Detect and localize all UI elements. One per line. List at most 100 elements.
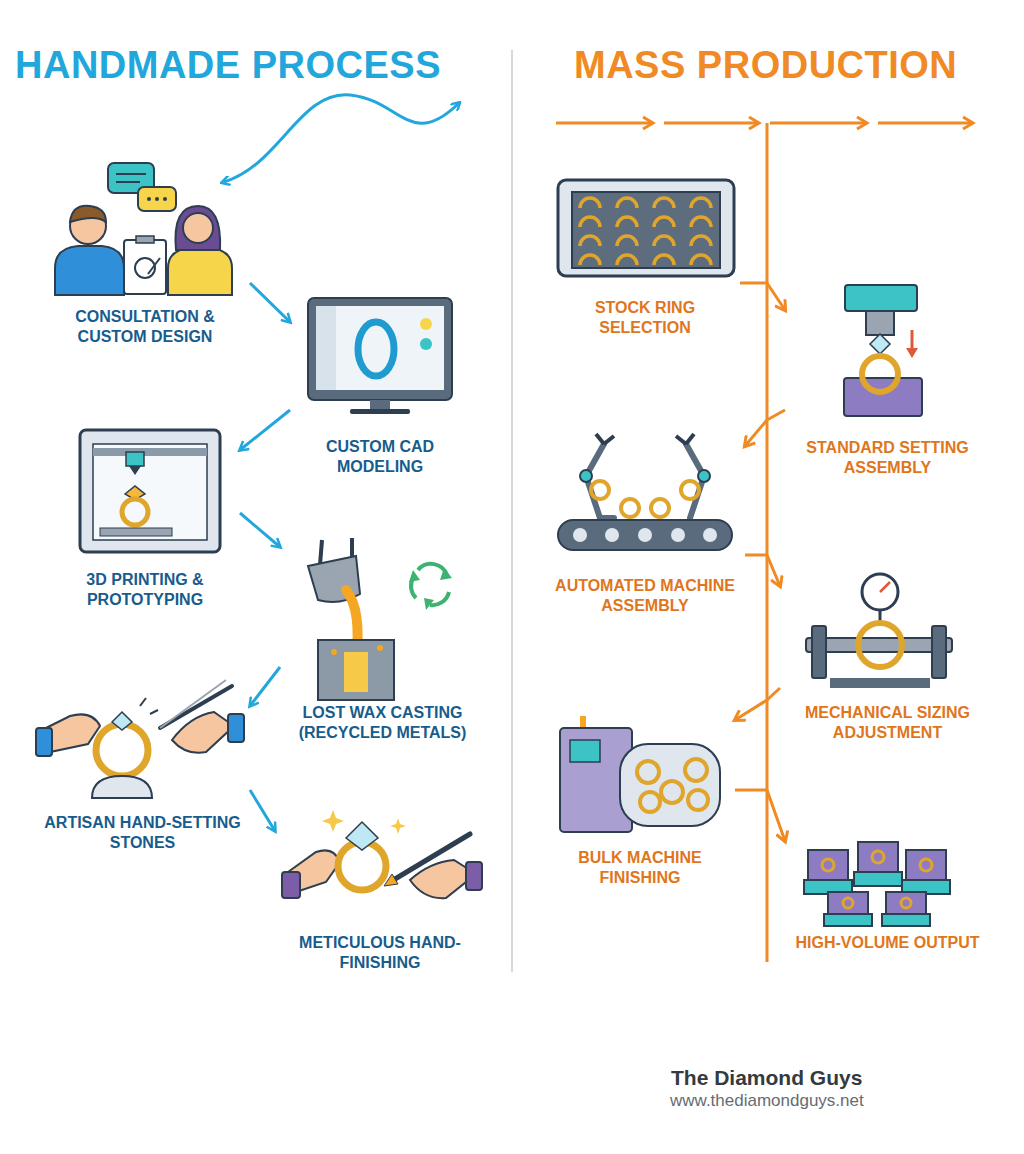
divider — [511, 50, 513, 972]
hand-finishing-icon — [466, 862, 482, 890]
watermark-url: www.thediamondguys.net — [670, 1091, 864, 1111]
hand-setting-icon — [140, 698, 146, 706]
casting-icon — [440, 568, 452, 580]
output-boxes-icon — [872, 851, 884, 863]
flow-arrows — [770, 122, 866, 125]
ring-tray-icon — [558, 180, 734, 276]
tumbler-icon — [570, 740, 600, 762]
hand-setting-icon — [92, 776, 152, 798]
consultation-icon — [70, 206, 106, 222]
step-label: STOCK RING SELECTION — [550, 298, 740, 337]
casting-icon — [424, 598, 434, 610]
step-label: HIGH-VOLUME OUTPUT — [785, 933, 990, 953]
sizing-gauge-icon — [862, 574, 898, 610]
hand-finishing-icon — [390, 818, 406, 834]
casting-icon — [344, 652, 368, 692]
tumbler-icon — [661, 781, 683, 803]
process-step: STOCK RING SELECTION — [550, 175, 740, 341]
cad-monitor-icon — [308, 298, 452, 414]
flow-arrows — [878, 122, 972, 125]
column-heading: HANDMADE PROCESS — [15, 44, 441, 87]
printer-icon — [100, 528, 172, 536]
cad-monitor-icon — [358, 322, 394, 376]
hand-finishing-icon — [384, 874, 398, 886]
casting-icon — [411, 564, 449, 605]
tumbler-icon — [620, 744, 720, 826]
output-boxes-icon — [858, 842, 898, 872]
step-label: AUTOMATED MACHINE ASSEMBLY — [545, 576, 745, 615]
hand-finishing-icon — [282, 872, 300, 898]
flow-arrows — [766, 123, 769, 962]
process-step: AUTOMATED MACHINE ASSEMBLY — [545, 430, 745, 619]
casting-icon — [409, 570, 420, 582]
casting-icon — [377, 645, 383, 651]
step-label: CONSULTATION & CUSTOM DESIGN — [40, 307, 250, 346]
casting-icon — [430, 592, 449, 605]
hand-setting-icon — [150, 710, 158, 714]
printer-icon — [80, 430, 220, 552]
hand-setting-icon — [160, 680, 226, 728]
output-boxes-icon — [808, 850, 848, 880]
setting-press-icon — [906, 348, 918, 358]
consultation-icon — [136, 236, 154, 243]
process-step: BULK MACHINE FINISHING — [545, 710, 735, 891]
flow-connector — [250, 667, 280, 706]
hand-finishing-icon — [282, 810, 482, 898]
output-boxes-icon — [843, 898, 853, 908]
hand-setting-icon — [36, 728, 52, 756]
consultation-icon — [55, 163, 232, 295]
setting-press-icon — [844, 378, 922, 416]
casting-icon — [320, 540, 322, 565]
flow-connector — [250, 790, 275, 831]
sizing-gauge-icon — [880, 582, 890, 592]
robot-assembly-icon — [596, 434, 614, 444]
flow-connector — [735, 790, 785, 841]
sizing-gauge-icon — [932, 626, 946, 678]
robot-assembly-icon — [558, 520, 732, 550]
printer-icon — [80, 430, 220, 552]
robot-assembly-icon — [573, 528, 587, 542]
robot-assembly-icon — [676, 434, 694, 444]
printer-icon — [122, 499, 148, 525]
step-label: 3D PRINTING & PROTOTYPING — [50, 570, 240, 609]
cad-monitor-icon — [316, 306, 444, 390]
hand-finishing-icon — [322, 810, 344, 832]
process-step: 3D PRINTING & PROTOTYPING — [50, 425, 240, 613]
cad-monitor-icon — [370, 400, 390, 410]
brand-name: The Diamond Guys — [671, 1066, 862, 1090]
robot-assembly-icon — [605, 528, 619, 542]
consultation-icon — [148, 258, 160, 274]
flow-connector — [250, 283, 290, 322]
consultation-icon — [183, 213, 213, 243]
sizing-gauge-icon — [830, 678, 930, 688]
cad-monitor-icon — [308, 298, 452, 400]
flow-connector — [240, 513, 280, 547]
sizing-gauge-icon — [812, 626, 826, 678]
process-step: STANDARD SETTING ASSEMBLY — [785, 285, 990, 481]
step-label: STANDARD SETTING ASSEMBLY — [785, 438, 990, 477]
sizing-gauge-icon — [806, 638, 952, 652]
robot-assembly-icon — [703, 528, 717, 542]
consultation-icon — [138, 187, 176, 211]
hand-setting-icon — [228, 714, 244, 742]
process-step: MECHANICAL SIZING ADJUSTMENT — [780, 572, 995, 746]
flow-connector — [240, 410, 290, 450]
output-boxes-icon — [854, 872, 902, 886]
output-boxes-icon — [822, 859, 834, 871]
flow-arrows — [556, 123, 972, 962]
output-boxes-icon — [804, 842, 950, 926]
cad-monitor-icon — [350, 409, 410, 414]
robot-assembly-icon — [698, 470, 710, 482]
cad-monitor-icon — [420, 338, 432, 350]
printer-icon — [129, 466, 141, 475]
robot-assembly-icon — [621, 499, 639, 517]
printer-icon — [126, 452, 144, 466]
process-step: ARTISAN HAND-SETTING STONES — [35, 670, 250, 856]
robot-assembly-icon — [638, 528, 652, 542]
tumbler-icon — [688, 790, 708, 810]
wavy-arrow — [224, 95, 458, 182]
output-boxes-icon — [906, 850, 946, 880]
output-boxes-icon — [920, 859, 932, 871]
setting-press-icon — [844, 285, 922, 416]
